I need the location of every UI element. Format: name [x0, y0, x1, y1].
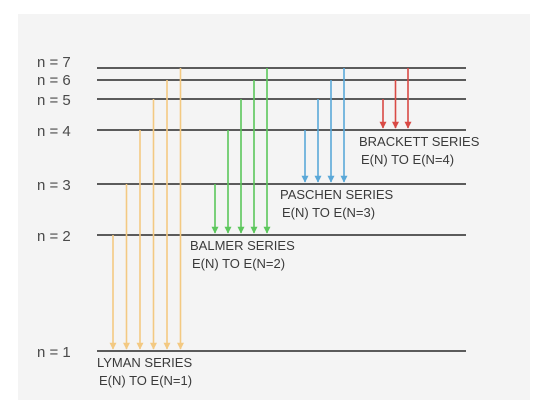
- energy-levels: n = 1 n = 2 n = 3 n = 4 n = 5 n = 6n = 7: [37, 54, 466, 361]
- energy-level-label-n7: n = 7: [37, 54, 71, 71]
- energy-level-label-n5: n = 5: [37, 92, 71, 109]
- series-labels: LYMAN SERIES E(N) TO E(N=1) BALMER SERIES E…: [97, 134, 480, 388]
- brackett-series-name: BRACKETT SERIES: [359, 134, 480, 149]
- energy-level-label-n2: n = 2: [37, 228, 71, 245]
- energy-level-label-n4: n = 4: [37, 123, 71, 140]
- lyman-series-rule: E(N) TO E(N=1): [99, 373, 192, 388]
- energy-level-label-n6: n = 6: [37, 72, 71, 89]
- balmer-series-rule: E(N) TO E(N=2): [192, 256, 285, 271]
- diagram-background: [18, 14, 530, 400]
- paschen-series-rule: E(N) TO E(N=3): [282, 205, 375, 220]
- energy-level-label-n1: n = 1: [37, 344, 71, 361]
- lyman-series-name: LYMAN SERIES: [97, 355, 192, 370]
- paschen-series-name: PASCHEN SERIES: [280, 187, 394, 202]
- transition-arrows: [109, 68, 412, 350]
- balmer-series-name: BALMER SERIES: [190, 238, 295, 253]
- energy-level-label-n3: n = 3: [37, 177, 71, 194]
- brackett-series-rule: E(N) TO E(N=4): [361, 152, 454, 167]
